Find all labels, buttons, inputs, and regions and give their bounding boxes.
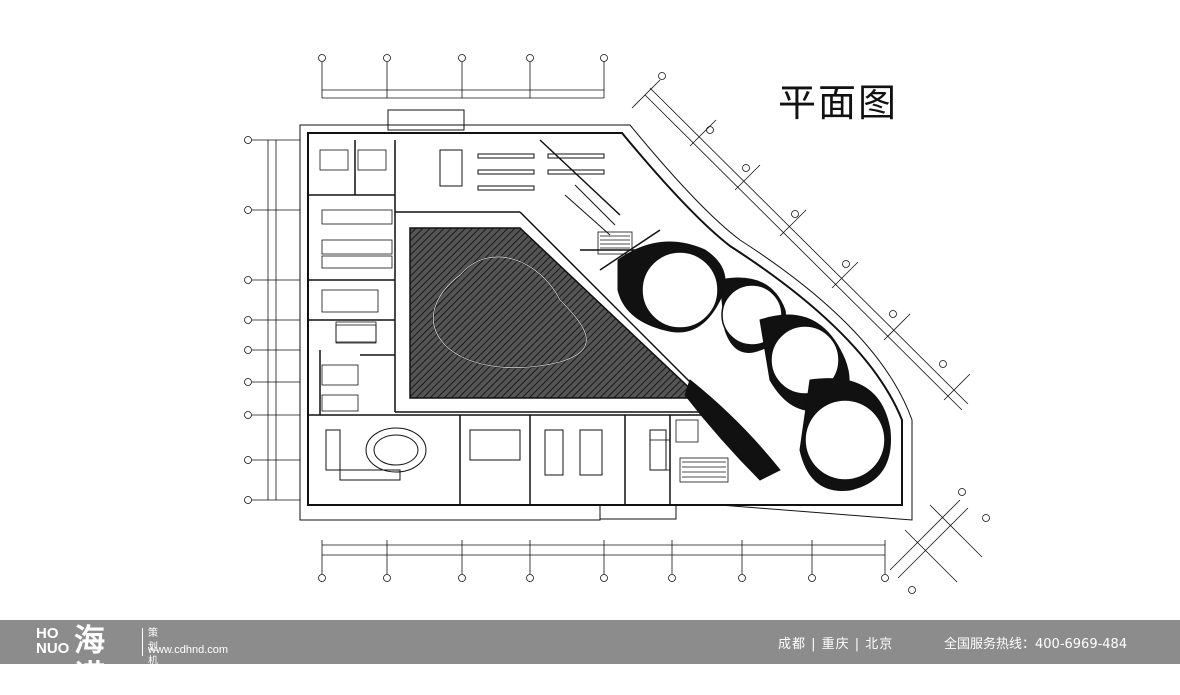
footer-bar: HO NUO 海诺 策划机构 www.cdhnd.com 成都 | 重庆 | 北…	[0, 620, 1180, 695]
service-hotline: 全国服务热线：400-6969-484	[944, 637, 1128, 652]
office-cities: 成都 | 重庆 | 北京	[778, 637, 894, 652]
page-title: 平面图	[778, 81, 899, 125]
floor-plan-drawing	[244, 54, 990, 594]
exhibition-wing	[617, 241, 891, 491]
left-dimension-line	[244, 136, 300, 504]
atrium	[409, 227, 702, 399]
logo-latin-bottom: NUO	[36, 640, 70, 657]
top-dimension-line	[318, 54, 608, 99]
interior-walls	[308, 139, 721, 505]
website-link[interactable]: www.cdhnd.com	[148, 644, 229, 656]
logo-chinese-text: 海诺	[74, 623, 105, 695]
logo-divider	[142, 628, 143, 656]
logo-latin-top: HO	[36, 625, 59, 642]
lower-diagonal-dimension	[889, 488, 990, 594]
logo-latin-text: HO NUO	[36, 626, 70, 656]
building-outline	[299, 109, 913, 521]
bottom-dimension-line	[318, 540, 889, 582]
slide: 平面图 HO NUO 海诺 策划机构 www.cdhnd.com 成都 | 重庆…	[0, 54, 1180, 695]
diagonal-dimension-line	[631, 72, 971, 411]
conference-room	[325, 427, 667, 481]
display-racks	[439, 149, 616, 236]
stair-cores	[335, 231, 729, 483]
